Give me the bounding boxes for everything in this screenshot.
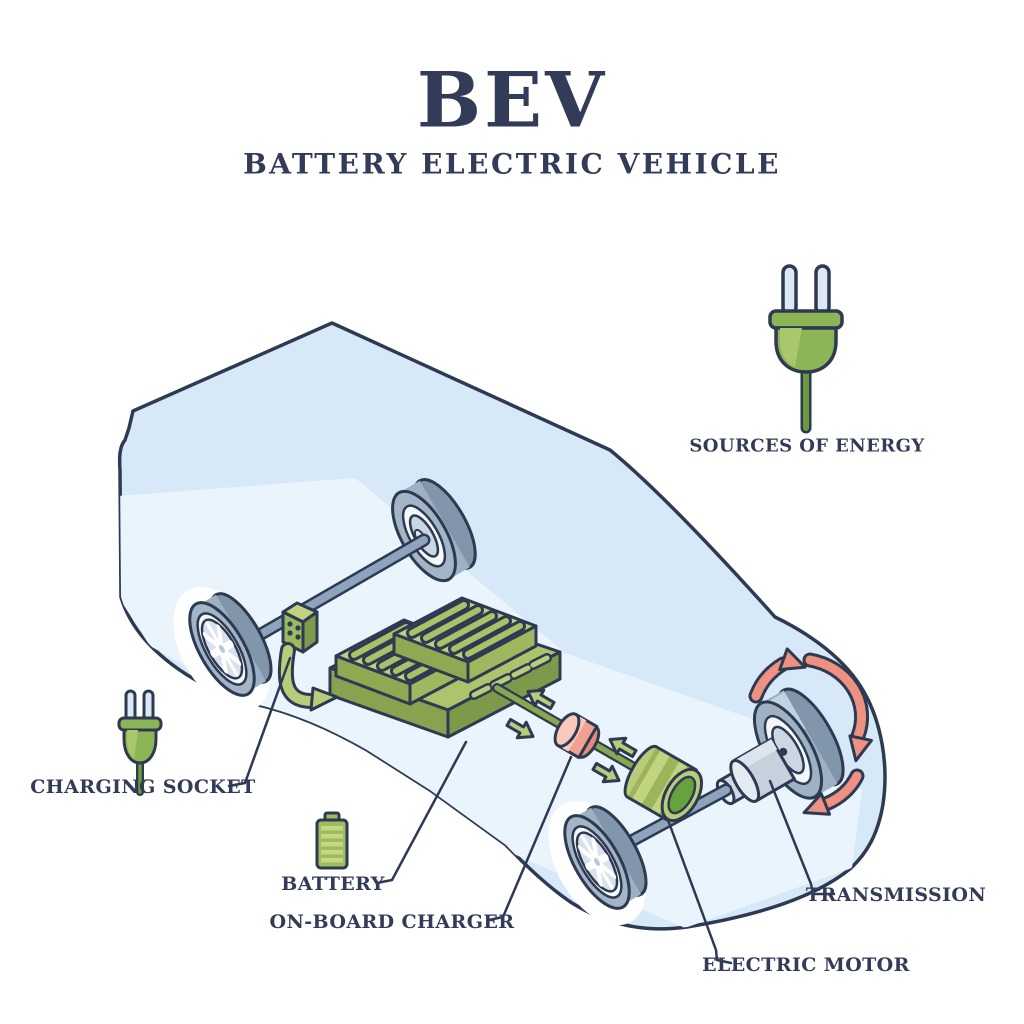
battery-charge-bars bbox=[321, 826, 343, 863]
battery-module-right bbox=[392, 596, 538, 684]
charging-socket-box bbox=[281, 601, 319, 654]
label-electric-motor: ELECTRIC MOTOR bbox=[702, 954, 910, 976]
leader-lines bbox=[227, 656, 836, 965]
battery-icon bbox=[315, 811, 349, 870]
leader-transmission bbox=[768, 779, 836, 896]
transmission-unit bbox=[715, 737, 796, 806]
leader-electric-motor bbox=[666, 818, 733, 965]
power-plug-icon bbox=[768, 264, 844, 434]
label-on-board-charger: ON-BOARD CHARGER bbox=[269, 911, 515, 933]
electric-motor-unit bbox=[623, 744, 704, 823]
wheel-rear-top bbox=[752, 687, 845, 800]
label-battery: BATTERY bbox=[281, 873, 385, 895]
battery-pack bbox=[328, 596, 562, 739]
label-charging-socket: CHARGING SOCKET bbox=[30, 776, 256, 798]
leader-on-board-charger bbox=[487, 755, 573, 922]
label-transmission: TRANSMISSION bbox=[805, 884, 987, 906]
label-sources-of-energy: SOURCES OF ENERGY bbox=[689, 435, 925, 457]
leader-battery bbox=[375, 740, 468, 885]
leader-charging-socket bbox=[227, 656, 292, 788]
page-subtitle: BATTERY ELECTRIC VEHICLE bbox=[243, 147, 781, 181]
on-board-charger-unit bbox=[553, 712, 601, 760]
rotation-arrows-icon bbox=[748, 647, 873, 825]
charging-cable-arrow bbox=[277, 642, 339, 712]
page-title: BEV bbox=[416, 55, 608, 145]
front-axle bbox=[223, 533, 431, 659]
socket-pin-dots bbox=[287, 621, 301, 640]
charging-plug-icon bbox=[117, 689, 163, 796]
